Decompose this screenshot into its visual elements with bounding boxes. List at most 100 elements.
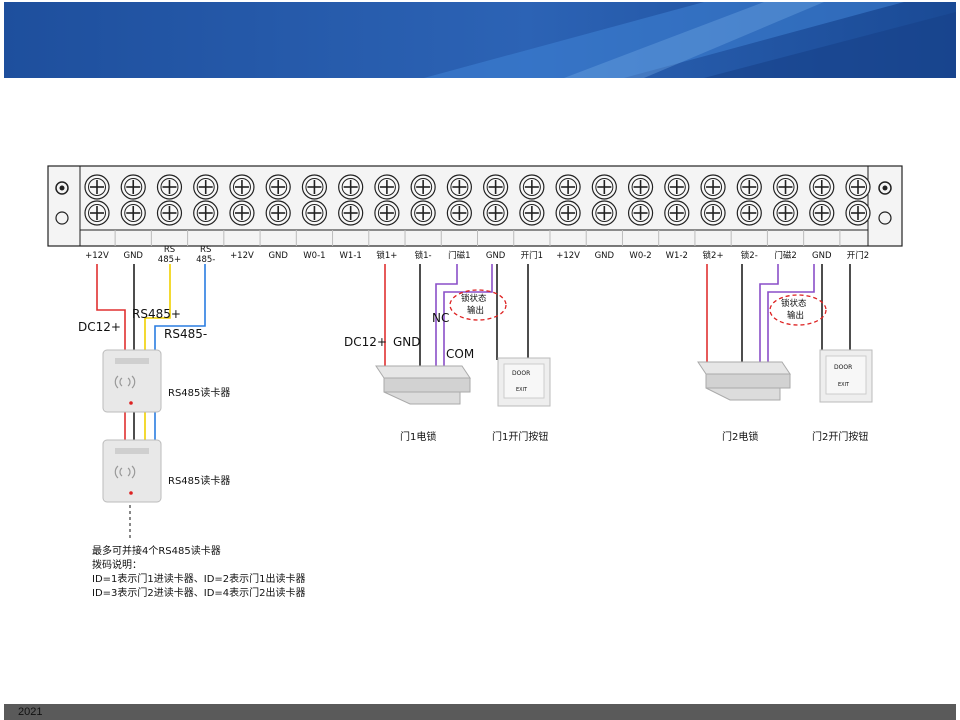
door-text-1: DOOR — [512, 370, 530, 377]
label-dc12-lock1: DC12+ — [344, 335, 387, 349]
terminal-screw-16-bottom — [627, 200, 654, 226]
terminal-label-7: W0-1 — [303, 251, 325, 261]
exit-text-1: EXIT — [516, 387, 528, 393]
terminal-screw-9-top — [374, 174, 400, 200]
status-bubble-1-line-2: 输出 — [467, 305, 484, 316]
wire-purple-com — [443, 264, 493, 368]
terminal-screw-2-bottom — [120, 200, 146, 226]
terminal-screw-21-top — [809, 174, 835, 200]
note-line-1: 最多可并接4个RS485读卡器 — [92, 544, 221, 557]
terminal-screw-20-bottom — [772, 200, 799, 226]
terminal-label-19: 锁2- — [741, 250, 758, 261]
terminal-screw-6-top — [265, 174, 291, 200]
terminal-label-21: GND — [812, 251, 832, 261]
terminal-label-15: GND — [595, 251, 615, 261]
rs485-reader-1 — [102, 349, 162, 413]
terminal-screw-15-top — [591, 174, 617, 200]
terminal-label-1: +12V — [85, 251, 109, 261]
terminal-screw-14-bottom — [555, 200, 581, 226]
terminal-screw-20-top — [772, 174, 799, 200]
terminal-screw-17-top — [664, 174, 690, 200]
terminal-screw-13-bottom — [519, 200, 545, 226]
terminal-label-2: GND — [123, 251, 143, 261]
terminal-label-11: 门磁1 — [448, 250, 470, 261]
label-lock-2: 门2电锁 — [722, 430, 758, 443]
electric-lock-1 — [375, 365, 471, 405]
mount-hole-left-top — [55, 181, 69, 195]
terminal-screw-8-top — [338, 174, 364, 200]
terminal-label-6: GND — [268, 251, 288, 261]
mount-hole-right-top — [878, 181, 892, 195]
terminal-label-17: W1-2 — [666, 251, 688, 261]
door-text-2: DOOR — [834, 364, 852, 371]
terminal-screw-22-top — [845, 174, 871, 200]
terminal-screw-10-top — [410, 174, 436, 200]
status-bubble-2 — [769, 294, 827, 326]
terminal-label-20: 门磁2 — [774, 250, 796, 261]
label-nc: NC — [432, 311, 449, 325]
terminal-label-9: 锁1+ — [376, 250, 397, 261]
terminal-label-5: +12V — [230, 251, 254, 261]
terminal-screw-11-bottom — [446, 200, 472, 226]
status-bubble-2-line-2: 输出 — [787, 310, 804, 321]
terminal-screw-9-bottom — [374, 200, 400, 226]
terminal-screw-10-bottom — [410, 200, 436, 226]
terminal-label-13: 开门1 — [521, 250, 543, 261]
electric-lock-2 — [697, 361, 791, 401]
status-bubble-2-line-1: 锁状态 — [781, 298, 807, 309]
terminal-screw-1-bottom — [84, 200, 110, 226]
header-banner — [4, 2, 956, 78]
status-bubble-1 — [449, 289, 507, 321]
label-gnd-lock1: GND — [393, 335, 421, 349]
terminal-screw-22-bottom — [845, 200, 871, 226]
exit-button-2: DOOR EXIT — [819, 349, 873, 403]
wire-purple-door2-a — [759, 264, 779, 368]
label-lock-1: 门1电锁 — [400, 430, 436, 443]
wire-purple-nc — [435, 264, 458, 368]
terminal-screw-19-top — [736, 174, 762, 200]
terminal-screw-18-top — [700, 174, 726, 200]
terminal-screw-2-top — [120, 174, 146, 200]
terminal-screw-12-bottom — [483, 200, 509, 226]
terminal-label-22: 开门2 — [847, 250, 869, 261]
label-reader-2: RS485读卡器 — [168, 474, 230, 487]
terminal-screw-16-top — [627, 174, 654, 200]
terminal-screw-7-top — [301, 174, 328, 200]
label-com: COM — [446, 347, 474, 361]
label-dc12-left: DC12+ — [78, 320, 121, 334]
wire-purple-door2-b — [767, 264, 815, 368]
terminal-screw-8-bottom — [338, 200, 364, 226]
terminal-screw-7-bottom — [301, 200, 328, 226]
terminal-screw-13-top — [519, 174, 545, 200]
terminal-label-12: GND — [486, 251, 506, 261]
rs485-reader-2 — [102, 439, 162, 503]
terminal-screw-3-top — [156, 174, 183, 200]
terminal-screw-21-bottom — [809, 200, 835, 226]
label-button-1: 门1开门按钮 — [492, 430, 548, 443]
exit-text-2: EXIT — [838, 382, 850, 388]
terminal-label-14: +12V — [556, 251, 580, 261]
label-rs485-plus: RS485+ — [132, 307, 181, 321]
label-rs485-minus: RS485- — [164, 327, 207, 341]
wire-blue-rs485m — [154, 264, 206, 462]
footer-year: 2021 — [18, 706, 43, 718]
terminal-screw-6-bottom — [265, 200, 291, 226]
note-line-2: 拨码说明： — [92, 558, 142, 571]
terminal-screw-3-bottom — [156, 200, 183, 226]
terminal-label-16: W0-2 — [629, 251, 651, 261]
terminal-screw-15-bottom — [591, 200, 617, 226]
terminal-label-18: 锁2+ — [703, 250, 724, 261]
terminal-label-8: W1-1 — [340, 251, 362, 261]
terminal-screw-12-top — [483, 174, 509, 200]
footer-bar — [4, 704, 956, 720]
terminal-screw-4-bottom — [193, 200, 219, 226]
terminal-screw-14-top — [555, 174, 581, 200]
terminal-screw-5-top — [229, 174, 255, 200]
mount-hole-left-bottom — [55, 211, 69, 225]
mount-hole-right-bottom — [878, 211, 892, 225]
status-bubble-1-line-1: 锁状态 — [461, 293, 487, 304]
terminal-screw-1-top — [84, 174, 110, 200]
